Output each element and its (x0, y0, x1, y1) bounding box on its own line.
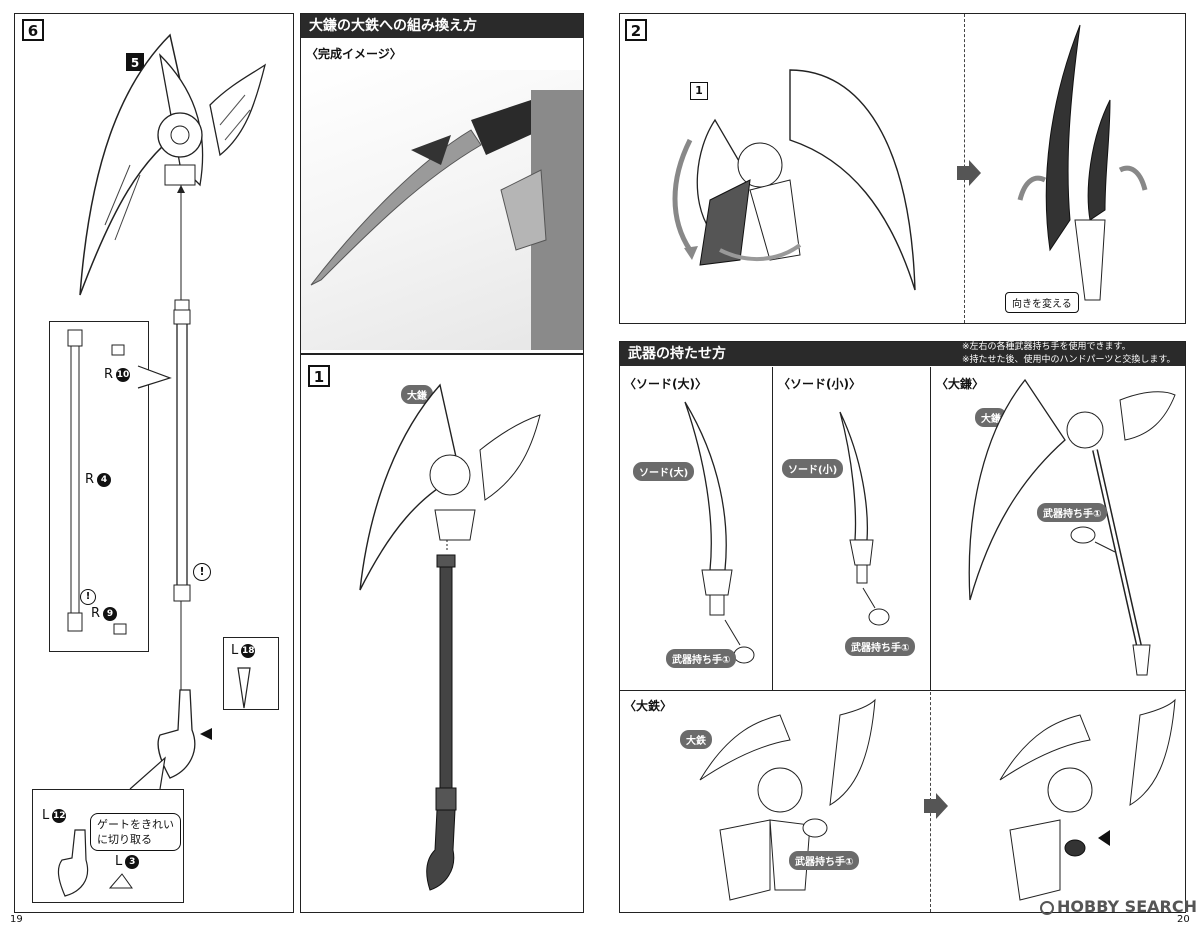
axe-holding-after-illustration (999, 698, 1176, 901)
scythe-label: 〈大鎌〉 (936, 377, 985, 391)
scythe-holding-illustration (968, 378, 1176, 676)
conversion-divider (301, 353, 583, 355)
step2-number: 2 (625, 19, 647, 41)
page-number-left: 19 (10, 914, 23, 925)
sword-small-hand-tag: 武器持ち手① (845, 637, 916, 656)
rotate-tag: 向きを変える (1005, 292, 1079, 313)
watermark-logo-icon (1040, 900, 1054, 915)
rod-box-pointer (137, 365, 172, 389)
weapons-divider-v1 (772, 367, 773, 690)
butt-blade-illustration (157, 689, 212, 779)
rod-detail-box (49, 321, 149, 652)
axe-hand-tag: 武器持ち手① (789, 851, 860, 870)
step2-before-illustration (672, 69, 916, 291)
axe-label: 〈大鉄〉 (624, 699, 673, 713)
shaft-illustration (173, 299, 191, 602)
sword-small-tag: ソード(小) (782, 459, 844, 478)
part-ref-5: 5 (126, 53, 144, 71)
watermark-text: HOBBY SEARCH (1057, 897, 1197, 916)
page-number-right: 20 (1177, 914, 1190, 925)
cap-part-top (111, 344, 125, 356)
bottom-blade-illustration (57, 829, 133, 897)
weapons-divider-h (620, 690, 1185, 691)
weapons-note-line1: ※左右の各種武器持ち手を使用できます。 (962, 342, 1131, 352)
conversion-header: 大鎌の大鉄への組み換え方 (301, 14, 583, 38)
gate-note-line1: ゲートをきれい (97, 818, 174, 831)
complete-image-label: 〈完成イメージ〉 (306, 47, 402, 61)
tip-detail-box (223, 637, 279, 710)
completed-photo (301, 70, 583, 350)
conversion-step1-number: 1 (308, 365, 330, 387)
weapons-header: 武器の持たせ方 (620, 342, 1185, 366)
scythe-hand-tag: 武器持ち手① (1037, 503, 1108, 522)
sword-small-illustration (839, 411, 890, 626)
step2-after-illustration (1017, 24, 1148, 301)
sword-large-hand-tag: 武器持ち手① (666, 649, 737, 668)
gate-note-line2: に切り取る (97, 833, 152, 846)
axe-holding-before-illustration (699, 698, 876, 901)
cap-part-bottom (113, 623, 127, 635)
step1-scythe-illustration (359, 383, 541, 891)
weapons-note-line2: ※持たせた後、使用中のハンドパーツと交換します。 (962, 355, 1176, 365)
spike-part-illustration (237, 667, 251, 709)
scythe-head-illustration (79, 33, 267, 296)
photo-scythe-blade (310, 90, 583, 350)
axe-tag: 大鉄 (680, 730, 712, 749)
step2-arrow (957, 160, 981, 186)
caution-icon: ! (193, 563, 211, 581)
axe-arrow (924, 793, 948, 819)
watermark: HOBBY SEARCH (1040, 897, 1197, 916)
gate-trim-note: ゲートをきれい に切り取る (90, 813, 181, 851)
rod-detail-illustration (67, 329, 83, 632)
caution-icon-small: ! (80, 589, 96, 605)
bottom-box-pointer (129, 756, 166, 790)
step6-number: 6 (22, 19, 44, 41)
sword-large-label: 〈ソード(大)〉 (624, 377, 707, 391)
sword-small-label: 〈ソード(小)〉 (778, 377, 861, 391)
part-ref-1: 1 (690, 82, 708, 100)
scythe-tag-step1: 大鎌 (401, 385, 433, 404)
sword-large-illustration (684, 401, 755, 664)
weapons-divider-v2 (930, 367, 931, 690)
sword-large-tag: ソード(大) (633, 462, 695, 481)
